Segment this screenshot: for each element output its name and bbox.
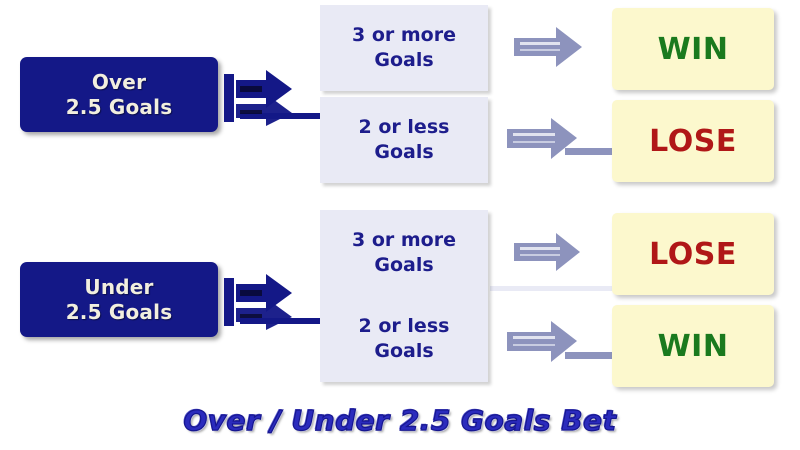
outcome-box-under-win[interactable]: WIN xyxy=(612,305,774,387)
condition-box-under-3-or-more[interactable]: 3 or more Goals xyxy=(320,210,488,296)
condition-line1: 3 or more xyxy=(352,24,456,47)
outcome-label: WIN xyxy=(657,31,729,67)
right-arrow-icon xyxy=(505,115,580,165)
outcome-label: WIN xyxy=(657,328,729,364)
condition-line1: 2 or less xyxy=(358,116,450,139)
connector-under-divider xyxy=(490,286,620,291)
right-arrow-icon xyxy=(512,24,584,72)
condition-line2: Goals xyxy=(374,340,434,362)
condition-line2: Goals xyxy=(374,254,434,276)
source-box-over-line2: 2.5 Goals xyxy=(65,94,173,119)
condition-line1: 2 or less xyxy=(358,315,450,338)
outcome-box-over-win[interactable]: WIN xyxy=(612,8,774,90)
condition-box-over-2-or-less[interactable]: 2 or less Goals xyxy=(320,97,488,183)
condition-box-under-2-or-less[interactable]: 2 or less Goals xyxy=(320,296,488,382)
right-arrow-icon xyxy=(512,230,582,276)
source-box-over[interactable]: Over 2.5 Goals xyxy=(20,57,218,132)
split-right-arrow-icon xyxy=(222,68,294,128)
outcome-label: LOSE xyxy=(649,123,737,159)
split-right-arrow-icon xyxy=(222,272,294,332)
outcome-box-under-lose[interactable]: LOSE xyxy=(612,213,774,295)
source-box-under-line2: 2.5 Goals xyxy=(65,299,173,324)
condition-line2: Goals xyxy=(374,141,434,163)
diagram-caption: Over / Under 2.5 Goals Bet xyxy=(183,403,617,437)
condition-line2: Goals xyxy=(374,49,434,71)
source-box-under-line1: Under xyxy=(84,275,154,300)
right-arrow-icon xyxy=(505,318,580,368)
connector-over-lose xyxy=(565,148,620,155)
condition-box-over-3-or-more[interactable]: 3 or more Goals xyxy=(320,5,488,91)
outcome-label: LOSE xyxy=(649,236,737,272)
condition-line1: 3 or more xyxy=(352,229,456,252)
source-box-over-line1: Over xyxy=(91,70,147,95)
outcome-box-over-lose[interactable]: LOSE xyxy=(612,100,774,182)
connector-under-win xyxy=(565,352,620,359)
source-box-under[interactable]: Under 2.5 Goals xyxy=(20,262,218,337)
